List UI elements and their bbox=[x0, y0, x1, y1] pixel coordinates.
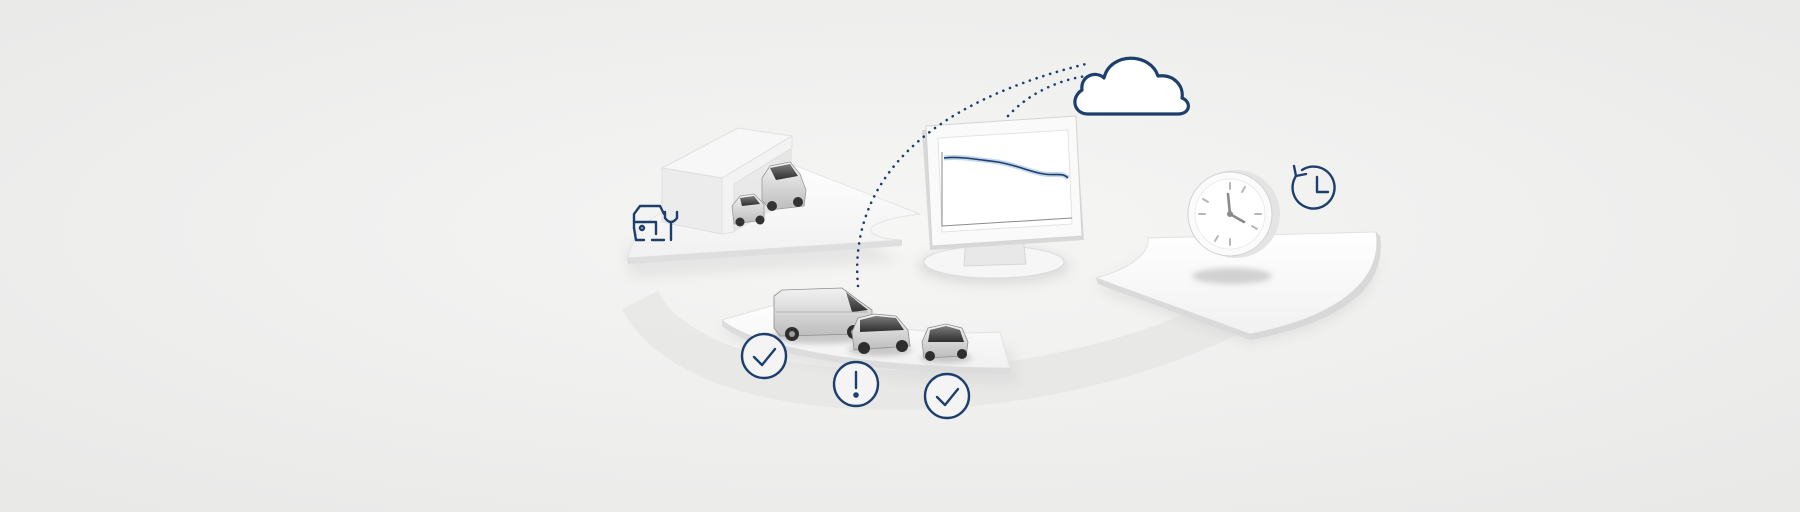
background-arc bbox=[622, 282, 1270, 410]
fleet-small-car bbox=[920, 323, 972, 363]
connection-dotted-line bbox=[855, 62, 1088, 288]
check-circle-icon bbox=[923, 372, 971, 420]
alert-circle-icon bbox=[832, 360, 880, 408]
fleet-compact-car bbox=[848, 313, 912, 356]
clock bbox=[1187, 170, 1280, 284]
history-clock-icon bbox=[1291, 164, 1336, 210]
garage-car bbox=[731, 193, 765, 227]
garage-van bbox=[761, 161, 807, 211]
car-service-icon bbox=[632, 204, 679, 242]
cloud-icon bbox=[1073, 56, 1190, 116]
monitor bbox=[918, 115, 1084, 284]
check-circle-icon bbox=[740, 332, 788, 380]
monitor-trend-line bbox=[941, 152, 1073, 227]
